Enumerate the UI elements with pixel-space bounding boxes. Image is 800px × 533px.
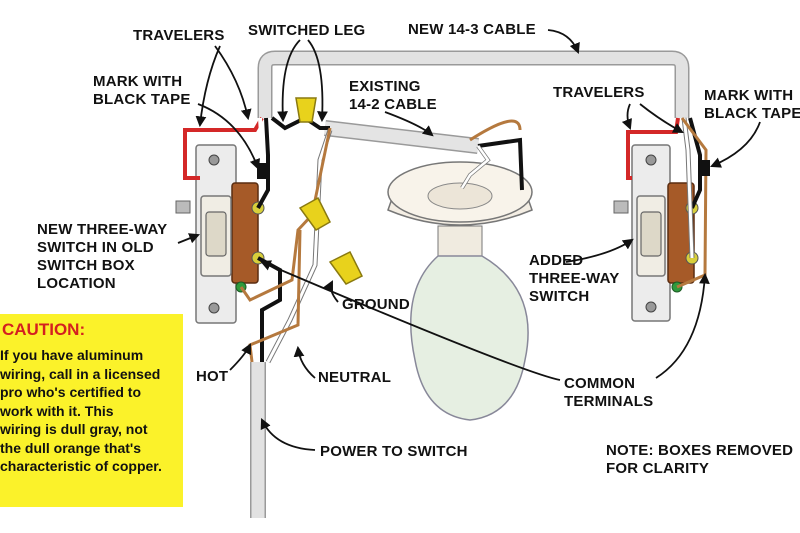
black-tape-left	[257, 163, 269, 179]
wire-nut-lower	[328, 250, 364, 285]
label-neutral: NEUTRAL	[318, 369, 392, 386]
caution-box	[0, 314, 183, 507]
label-hot: HOT	[196, 368, 229, 385]
bulb	[410, 255, 529, 421]
label-mark-left: MARK WITH BLACK TAPE	[93, 73, 191, 108]
left-three-way-switch	[175, 144, 265, 324]
caution-body: If you have aluminum wiring, call in a l…	[0, 347, 162, 474]
label-existing-cable: EXISTING 14-2 CABLE	[349, 78, 437, 113]
label-power-to-switch: POWER TO SWITCH	[320, 443, 468, 460]
label-note: NOTE: BOXES REMOVED FOR CLARITY	[606, 442, 794, 477]
label-switched-leg: SWITCHED LEG	[248, 22, 366, 39]
label-ground: GROUND	[342, 296, 410, 313]
label-new-switch: NEW THREE-WAY SWITCH IN OLD SWITCH BOX L…	[37, 221, 168, 292]
ground-wire-fixture	[469, 119, 522, 142]
label-new-cable: NEW 14-3 CABLE	[408, 21, 536, 38]
label-added-switch: ADDED THREE-WAY SWITCH	[529, 252, 620, 305]
ground-wire-right	[676, 117, 708, 289]
label-mark-right: MARK WITH BLACK TAPE	[704, 87, 800, 122]
label-travelers-right: TRAVELERS	[553, 84, 645, 101]
fixture-black-wire	[477, 137, 524, 191]
light-fixture	[387, 161, 533, 257]
black-tape-right	[698, 160, 710, 176]
label-travelers-left: TRAVELERS	[133, 27, 225, 44]
wire-nut-top	[295, 97, 317, 123]
label-common-terminals: COMMON TERMINALS	[564, 375, 654, 410]
caution-title: CAUTION:	[2, 320, 85, 340]
callout-arrows	[177, 29, 761, 451]
caution-title-text: AUTION:	[14, 320, 86, 339]
wire-nut-middle	[298, 196, 331, 231]
caution-title-prefix: C	[2, 320, 15, 339]
red-traveler-left	[183, 116, 264, 180]
